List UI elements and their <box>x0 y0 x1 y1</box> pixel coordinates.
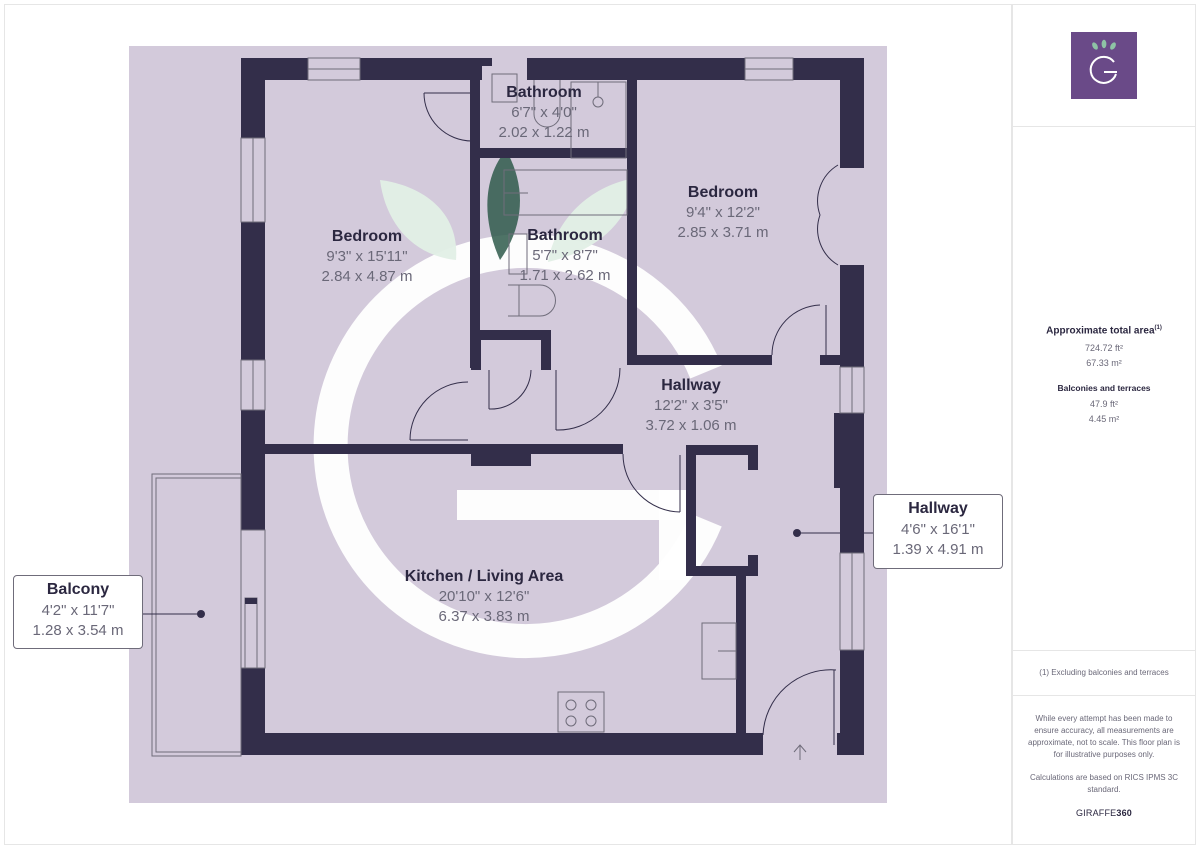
room-label-bedroom-1: Bedroom 9'3" x 15'11" 2.84 x 4.87 m <box>322 226 413 287</box>
walls <box>241 58 864 755</box>
room-name: Bathroom <box>527 227 603 244</box>
room-name: Hallway <box>661 377 721 394</box>
room-dim-metric: 6.37 x 3.83 m <box>438 608 530 625</box>
area-summary: Approximate total area(1) 724.72 ft² 67.… <box>1013 325 1195 427</box>
brand-suffix: 360 <box>1116 808 1133 818</box>
footnote-text: (1) Excluding balconies and terraces <box>1039 668 1169 677</box>
balconies-area-ft: 47.9 ft² <box>1089 399 1118 410</box>
room-dim-metric: 1.28 x 3.54 m <box>32 622 124 639</box>
room-name: Balcony <box>46 581 110 598</box>
room-dim-metric: 2.02 x 1.22 m <box>498 124 590 141</box>
room-dim-imperial: 4'6" x 16'1" <box>901 521 975 538</box>
room-dim-imperial: 4'2" x 11'7" <box>41 602 115 619</box>
info-sidebar: Approximate total area(1) 724.72 ft² 67.… <box>1012 4 1196 845</box>
room-label-hallway-1: Hallway 12'2" x 3'5" 3.72 x 1.06 m <box>646 375 737 436</box>
callout-hallway-2: Hallway 4'6" x 16'1" 1.39 x 4.91 m <box>873 494 1003 569</box>
total-area-m: 67.33 m² <box>1086 358 1122 369</box>
room-dim-metric: 1.71 x 2.62 m <box>519 267 611 284</box>
floor-plan-frame <box>4 4 1012 845</box>
divider <box>1013 650 1195 651</box>
total-area-title: Approximate total area(1) <box>1013 325 1195 336</box>
calculation-note: Calculations are based on RICS IPMS 3C s… <box>1029 773 1179 794</box>
room-dim-imperial: 20'10" x 12'6" <box>438 588 530 605</box>
total-area-ft: 724.72 ft² <box>1084 343 1124 354</box>
room-name: Bathroom <box>506 84 582 101</box>
balconies-title: Balconies and terraces <box>1057 383 1151 394</box>
room-dim-imperial: 6'7" x 4'0" <box>511 104 577 121</box>
room-name: Kitchen / Living Area <box>404 568 564 585</box>
divider <box>1013 695 1195 696</box>
room-name: Bedroom <box>331 228 403 245</box>
room-name: Hallway <box>908 500 968 517</box>
room-dim-imperial: 5'7" x 8'7" <box>532 247 598 264</box>
room-dim-imperial: 9'3" x 15'11" <box>326 248 408 265</box>
brand-prefix: GIRAFFE <box>1075 808 1117 818</box>
room-dim-metric: 3.72 x 1.06 m <box>645 417 737 434</box>
room-dim-imperial: 9'4" x 12'2" <box>686 204 760 221</box>
room-dim-metric: 1.39 x 4.91 m <box>892 541 984 558</box>
footnote-marker: (1) <box>1154 325 1162 331</box>
balconies-area-m: 4.45 m² <box>1088 414 1120 425</box>
room-label-bathroom-1: Bathroom 6'7" x 4'0" 2.02 x 1.22 m <box>499 82 590 143</box>
callout-balcony: Balcony 4'2" x 11'7" 1.28 x 3.54 m <box>13 575 143 649</box>
room-dim-metric: 2.85 x 3.71 m <box>677 224 769 241</box>
room-dim-metric: 2.84 x 4.87 m <box>321 268 413 285</box>
room-label-bedroom-2: Bedroom 9'4" x 12'2" 2.85 x 3.71 m <box>678 182 769 243</box>
room-label-kitchen: Kitchen / Living Area 20'10" x 12'6" 6.3… <box>405 566 564 627</box>
room-name: Bedroom <box>687 184 759 201</box>
divider <box>1013 126 1195 127</box>
total-area-label: Approximate total area <box>1046 325 1155 337</box>
brand-wordmark: GIRAFFE360 <box>1013 808 1195 818</box>
giraffe360-logo-icon <box>1071 32 1137 99</box>
disclaimer-text: While every attempt has been made to ens… <box>1028 714 1180 759</box>
room-dim-imperial: 12'2" x 3'5" <box>654 397 728 414</box>
room-label-bathroom-2: Bathroom 5'7" x 8'7" 1.71 x 2.62 m <box>520 225 611 286</box>
